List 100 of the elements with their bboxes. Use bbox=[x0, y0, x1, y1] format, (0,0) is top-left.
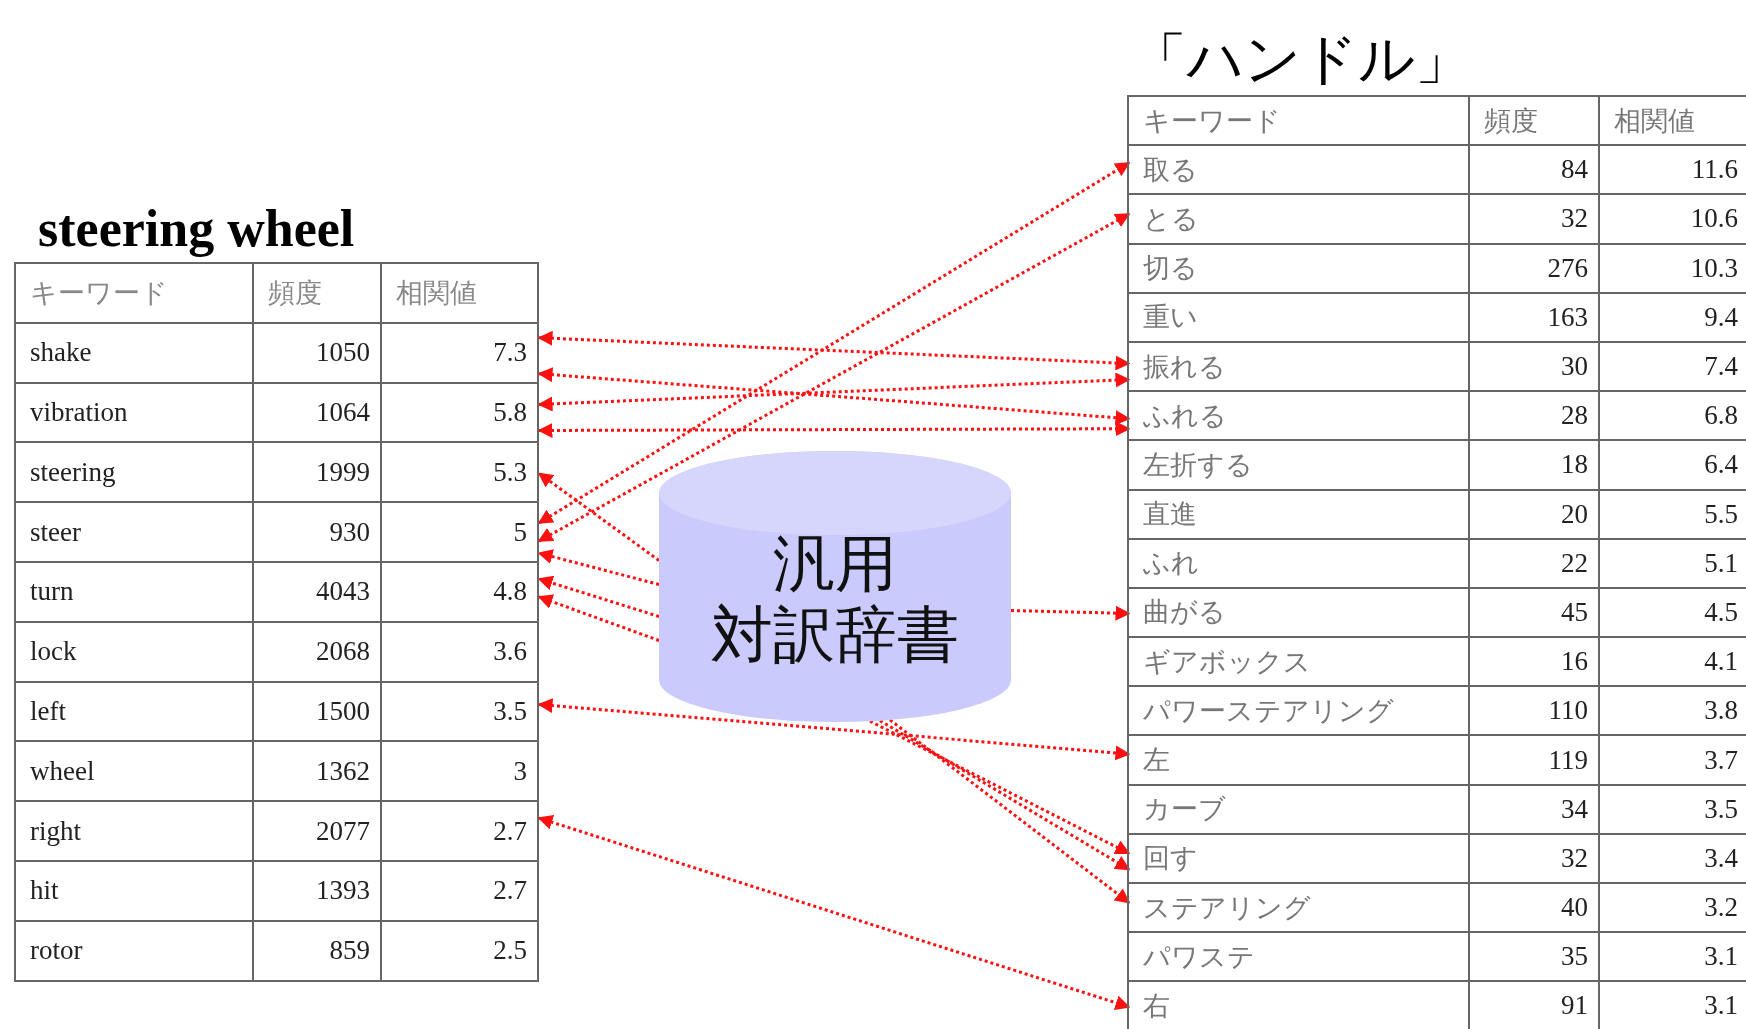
table-cell: パワーステアリング bbox=[1129, 687, 1470, 735]
table-cell: 1362 bbox=[254, 742, 382, 801]
table-row bbox=[16, 503, 539, 563]
table-cell: shake bbox=[16, 323, 254, 382]
table-cell: キーワード bbox=[16, 264, 254, 322]
table-cell: 22 bbox=[1470, 539, 1600, 587]
table-row bbox=[1129, 588, 1746, 639]
table-cell: 3.5 bbox=[382, 682, 539, 741]
table-row bbox=[1129, 441, 1746, 491]
table-cell: 28 bbox=[1470, 392, 1600, 440]
table-cell: ふれ bbox=[1129, 539, 1470, 587]
table-cell: 2.7 bbox=[382, 861, 539, 920]
table-row bbox=[1129, 146, 1746, 196]
table-cell: 3 bbox=[382, 742, 539, 801]
table-row bbox=[1129, 884, 1746, 934]
table-cell: 2.7 bbox=[382, 802, 539, 860]
table-cell: 10.6 bbox=[1600, 195, 1746, 243]
table-row bbox=[1129, 490, 1746, 540]
table-cell: steer bbox=[16, 503, 254, 561]
table-row bbox=[1129, 539, 1746, 589]
arrow bbox=[537, 330, 1131, 371]
table-row bbox=[16, 742, 539, 803]
table-cell: 91 bbox=[1470, 982, 1600, 1029]
table-cell: 回す bbox=[1129, 834, 1470, 882]
table-cell: 3.4 bbox=[1600, 834, 1746, 882]
table-row bbox=[1129, 195, 1746, 245]
table-cell: 7.4 bbox=[1600, 342, 1746, 391]
table-cell: ステアリング bbox=[1129, 884, 1470, 932]
table-cell: vibration bbox=[16, 383, 254, 442]
arrow bbox=[889, 718, 1131, 904]
table-row bbox=[16, 802, 539, 862]
table-cell: 45 bbox=[1470, 588, 1600, 637]
arrow bbox=[537, 815, 1131, 1010]
table-cell: 相関値 bbox=[382, 264, 539, 322]
arrow bbox=[537, 594, 660, 642]
table-cell: 2077 bbox=[254, 802, 382, 860]
table-cell: hit bbox=[16, 861, 254, 920]
table-cell: 930 bbox=[254, 503, 382, 561]
table-cell: 5.8 bbox=[382, 383, 539, 442]
table-cell: 18 bbox=[1470, 441, 1600, 489]
table-row bbox=[1129, 933, 1746, 983]
table-cell: 切る bbox=[1129, 244, 1470, 292]
table-row bbox=[16, 682, 539, 743]
dictionary-label: 汎用対訳辞書 bbox=[710, 528, 960, 671]
arrow bbox=[537, 698, 1131, 761]
table-cell: ふれる bbox=[1129, 392, 1470, 440]
table-cell: 4.1 bbox=[1600, 638, 1746, 686]
table-cell: lock bbox=[16, 622, 254, 681]
arrow bbox=[537, 575, 660, 618]
arrow bbox=[537, 212, 1131, 543]
table-cell: 5.1 bbox=[1600, 539, 1746, 587]
table-cell: 相関値 bbox=[1600, 97, 1746, 145]
table-cell: rotor bbox=[16, 921, 254, 980]
table-row bbox=[1129, 687, 1746, 737]
table-cell: 32 bbox=[1470, 195, 1600, 243]
arrow bbox=[537, 161, 1131, 525]
table-row bbox=[1129, 834, 1746, 884]
table-row bbox=[16, 622, 539, 683]
table-cell: 4.8 bbox=[382, 563, 539, 621]
table-cell: とる bbox=[1129, 195, 1470, 243]
table-cell: 35 bbox=[1470, 933, 1600, 981]
table-cell: 7.3 bbox=[382, 323, 539, 382]
table-cell: 4.5 bbox=[1600, 588, 1746, 637]
table-title: steering wheel bbox=[38, 199, 355, 259]
table-cell: 曲がる bbox=[1129, 588, 1470, 637]
table-cell: 11.6 bbox=[1600, 146, 1746, 194]
table-cell: 1050 bbox=[254, 323, 382, 382]
table-cell: 16 bbox=[1470, 638, 1600, 686]
table-cell: 30 bbox=[1470, 342, 1600, 391]
arrow bbox=[537, 421, 1131, 438]
table-row bbox=[1129, 736, 1746, 786]
table-cell: 859 bbox=[254, 921, 382, 980]
table-cell: 5.5 bbox=[1600, 490, 1746, 538]
table-row bbox=[16, 563, 539, 623]
table-cell: 40 bbox=[1470, 884, 1600, 932]
table-cell: 左 bbox=[1129, 736, 1470, 784]
table-cell: 20 bbox=[1470, 490, 1600, 538]
table-cell: 3.8 bbox=[1600, 687, 1746, 735]
table-row bbox=[1129, 342, 1746, 393]
table-cell: wheel bbox=[16, 742, 254, 801]
table-cell: 119 bbox=[1470, 736, 1600, 784]
table-cell: 2.5 bbox=[382, 921, 539, 980]
table-cell: 1999 bbox=[254, 443, 382, 502]
table-row bbox=[1129, 392, 1746, 442]
table-cell: 3.7 bbox=[1600, 736, 1746, 784]
arrow bbox=[1010, 605, 1131, 621]
table-cell: ギアボックス bbox=[1129, 638, 1470, 686]
table-cell: 4043 bbox=[254, 563, 382, 621]
table-cell: 3.5 bbox=[1600, 785, 1746, 833]
table-row bbox=[1129, 638, 1746, 688]
table-row bbox=[16, 443, 539, 504]
table-cell: 32 bbox=[1470, 834, 1600, 882]
table-cell: 右 bbox=[1129, 982, 1470, 1029]
arrow bbox=[537, 472, 660, 562]
table-cell: 84 bbox=[1470, 146, 1600, 194]
table-cell: 3.2 bbox=[1600, 884, 1746, 932]
table-cell: カーブ bbox=[1129, 785, 1470, 833]
table-cell: turn bbox=[16, 563, 254, 621]
table-cell: 重い bbox=[1129, 293, 1470, 341]
table-cell: 34 bbox=[1470, 785, 1600, 833]
